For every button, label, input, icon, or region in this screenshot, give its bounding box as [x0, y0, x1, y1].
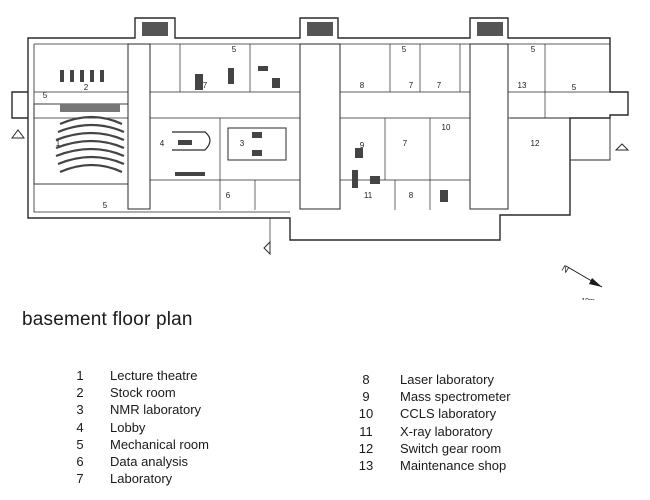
- legend-label: Laboratory: [110, 471, 173, 487]
- legend-label: Switch gear room: [400, 440, 502, 456]
- north-arrow: N: [560, 263, 603, 288]
- legend-label: Mass spectrometer: [400, 389, 511, 405]
- room-number-label: 7: [437, 81, 442, 90]
- legend-item: 9 Mass spectrometer: [342, 388, 511, 405]
- legend-label: Stock room: [110, 385, 176, 401]
- room-number-label: 5: [531, 45, 536, 54]
- room-number-label: 4: [160, 139, 165, 148]
- legend-item: 4 Lobby: [60, 419, 209, 436]
- room-number-label: 5: [43, 91, 48, 100]
- legend-item: 3 NMR laboratory: [60, 401, 209, 418]
- wall-outline: [11, 17, 630, 256]
- equipment-fixtures: [60, 22, 503, 202]
- legend-number: 7: [76, 471, 84, 487]
- legend-number: 10: [358, 406, 374, 422]
- legend-column-left: 1 Lecture theatre 2 Stock room 3 NMR laborato…: [60, 367, 209, 487]
- legend-label: Data analysis: [110, 454, 189, 470]
- room-number-label: 6: [226, 191, 231, 200]
- legend-number: 2: [76, 385, 84, 401]
- svg-text:N: N: [560, 263, 571, 275]
- room-number-label: 5: [232, 45, 237, 54]
- room-number-label: 11: [364, 191, 373, 200]
- legend-item: 10 CCLS laboratory: [342, 405, 511, 422]
- legend-item: 12 Switch gear room: [342, 440, 511, 457]
- room-number-label: 8: [409, 191, 414, 200]
- plan-title: basement floor plan: [22, 309, 193, 330]
- room-number-label: 5: [572, 83, 577, 92]
- room-number-label: 5: [402, 45, 407, 54]
- legend-number: 1: [76, 368, 84, 383]
- legend-item: 1 Lecture theatre: [60, 367, 209, 384]
- legend-item: 13 Maintenance shop: [342, 457, 511, 474]
- legend-item: 7 Laboratory: [60, 470, 209, 487]
- room-number-label: 12: [531, 139, 540, 148]
- legend-label: Maintenance shop: [400, 458, 507, 474]
- legend-number: 6: [76, 454, 84, 470]
- legend-item: 8 Laser laboratory: [342, 371, 511, 388]
- room-number-label: 7: [403, 139, 408, 148]
- room-number-label: 10: [442, 123, 451, 132]
- room-number-label: 3: [240, 139, 245, 148]
- room-number-label: 13: [518, 81, 527, 90]
- legend-label: Laser laboratory: [400, 372, 494, 387]
- legend-number: 13: [358, 458, 374, 474]
- legend-column-right: 8 Laser laboratory 9 Mass spectrometer 10 CCL…: [342, 371, 511, 474]
- legend-label: Lobby: [110, 419, 146, 435]
- legend-number: 8: [362, 372, 370, 387]
- legend-number: 12: [358, 440, 374, 456]
- legend-number: 11: [359, 423, 373, 439]
- legend-number: 4: [76, 419, 84, 435]
- legend-item: 5 Mechanical room: [60, 436, 209, 453]
- room-number-label: 2: [84, 83, 89, 92]
- legend-label: NMR laboratory: [110, 402, 202, 418]
- room-number-label: 8: [360, 81, 365, 90]
- legend-label: Mechanical room: [110, 436, 209, 452]
- legend-label: Lecture theatre: [110, 368, 198, 383]
- room-number-label: 9: [360, 141, 365, 150]
- legend-item: 11 X-ray laboratory: [342, 423, 511, 440]
- legend-item: 2 Stock room: [60, 384, 209, 401]
- svg-text:10m: 10m: [581, 298, 595, 300]
- room-number-label: 1: [56, 139, 61, 148]
- room-number-label: 7: [203, 81, 208, 90]
- legend-label: CCLS laboratory: [400, 406, 497, 422]
- room-number-label: 7: [409, 81, 414, 90]
- room-number-label: 5: [103, 201, 108, 210]
- legend-number: 5: [76, 436, 84, 452]
- legend-label: X-ray laboratory: [400, 423, 493, 439]
- legend-number: 3: [76, 402, 84, 418]
- scale-bar: 10m 30ft: [581, 298, 595, 300]
- legend-item: 6 Data analysis: [60, 453, 209, 470]
- legend-number: 9: [362, 389, 370, 405]
